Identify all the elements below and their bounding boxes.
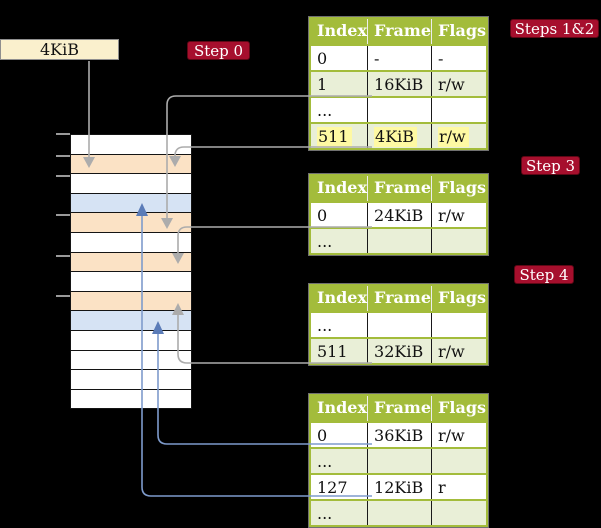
col-header-frame: Frame: [367, 18, 432, 45]
physical-memory-column: [70, 134, 192, 410]
cell-flags: [431, 227, 488, 254]
memory-frame-row: [71, 350, 191, 371]
col-header-flags: Flags: [431, 395, 488, 422]
table-row-highlighted: 511 4KiB r/w: [310, 122, 488, 149]
cell-frame: -: [367, 44, 432, 71]
col-header-index: Index: [310, 395, 368, 422]
memory-tick: [56, 133, 70, 135]
cell-frame: [367, 447, 432, 474]
memory-frame-row: [71, 272, 191, 292]
highlight: r/w: [438, 126, 469, 147]
memory-tick: [56, 255, 70, 257]
cell-frame: 24KiB: [367, 201, 432, 228]
step4-badge: Step 4: [514, 265, 574, 284]
cell-frame: [367, 96, 432, 123]
cell-index: ...: [310, 447, 368, 474]
table-row: 1 16KiB r/w: [310, 70, 488, 97]
step0-badge: Step 0: [187, 41, 250, 60]
memory-tick: [56, 175, 70, 177]
memory-frame-row: [71, 213, 191, 233]
cell-frame: 32KiB: [367, 337, 432, 364]
memory-tick: [56, 155, 70, 157]
memory-frame-row: [71, 370, 191, 390]
table-header-row: Index Frame Flags: [310, 18, 488, 45]
col-header-frame: Frame: [367, 285, 432, 312]
table-row: ...: [310, 96, 488, 123]
table-header-row: Index Frame Flags: [310, 285, 488, 312]
page-table-step-3: Index Frame Flags 0 24KiB r/w ...: [309, 174, 489, 255]
cell-index: ...: [310, 311, 368, 338]
cell-frame: 12KiB: [367, 473, 432, 500]
cell-index: 511: [310, 337, 368, 364]
cell-index: 127: [310, 473, 368, 500]
page-table-steps-1-2: Index Frame Flags 0 - - 1 16KiB r/w ... …: [309, 17, 489, 150]
cell-index: ...: [310, 227, 368, 254]
memory-frame-row: [71, 311, 191, 331]
root-frame-box: 4KiB: [0, 39, 119, 60]
cell-flags: r/w: [431, 70, 488, 97]
memory-frame-row: [71, 154, 191, 175]
cell-index: 511: [310, 122, 368, 149]
cell-flags: r/w: [431, 421, 488, 448]
col-header-flags: Flags: [431, 18, 488, 45]
memory-frame-row: [71, 193, 191, 214]
page-table-step-4: Index Frame Flags ... 511 32KiB r/w: [309, 284, 489, 365]
root-frame-label: 4KiB: [39, 40, 79, 59]
page-table-final: Index Frame Flags 0 36KiB r/w ... 127 12…: [309, 394, 489, 527]
table-row: ...: [310, 447, 488, 474]
cell-frame: 4KiB: [367, 122, 432, 149]
cell-flags: [431, 96, 488, 123]
col-header-index: Index: [310, 18, 368, 45]
table-row: 0 - -: [310, 44, 488, 71]
table-row: 511 32KiB r/w: [310, 337, 488, 364]
memory-frame-row: [71, 174, 191, 194]
cell-flags: r: [431, 473, 488, 500]
cell-index: 1: [310, 70, 368, 97]
cell-index: ...: [310, 96, 368, 123]
table-row: ...: [310, 499, 488, 526]
col-header-flags: Flags: [431, 175, 488, 202]
cell-frame: 36KiB: [367, 421, 432, 448]
cell-frame: [367, 311, 432, 338]
cell-flags: -: [431, 44, 488, 71]
table-header-row: Index Frame Flags: [310, 395, 488, 422]
memory-frame-row: [71, 252, 191, 273]
cell-index: 0: [310, 421, 368, 448]
memory-tick: [56, 214, 70, 216]
table-row: 0 36KiB r/w: [310, 421, 488, 448]
cell-frame: 16KiB: [367, 70, 432, 97]
table-header-row: Index Frame Flags: [310, 175, 488, 202]
cell-frame: [367, 227, 432, 254]
steps12-badge: Steps 1&2: [510, 19, 599, 38]
cell-index: ...: [310, 499, 368, 526]
cell-flags: [431, 447, 488, 474]
table-row: 0 24KiB r/w: [310, 201, 488, 228]
memory-frame-row: [71, 330, 191, 351]
memory-tick: [56, 295, 70, 297]
cell-index: 0: [310, 44, 368, 71]
table-row: ...: [310, 227, 488, 254]
col-header-frame: Frame: [367, 175, 432, 202]
cell-flags: [431, 311, 488, 338]
cell-frame: [367, 499, 432, 526]
cell-flags: r/w: [431, 201, 488, 228]
col-header-flags: Flags: [431, 285, 488, 312]
arrow-t1-entry511-to-frame4kib: [169, 146, 372, 167]
memory-frame-row: [71, 389, 191, 409]
memory-frame-row: [71, 232, 191, 253]
step3-badge: Step 3: [521, 156, 580, 175]
table-row: ...: [310, 311, 488, 338]
memory-frame-row: [71, 291, 191, 312]
memory-frame-row: [71, 135, 191, 155]
highlight: 511: [317, 126, 352, 147]
col-header-frame: Frame: [367, 395, 432, 422]
cell-flags: r/w: [431, 122, 488, 149]
highlight: 4KiB: [374, 126, 418, 147]
cell-flags: r/w: [431, 337, 488, 364]
cell-index: 0: [310, 201, 368, 228]
cell-flags: [431, 499, 488, 526]
col-header-index: Index: [310, 175, 368, 202]
table-row: 127 12KiB r: [310, 473, 488, 500]
col-header-index: Index: [310, 285, 368, 312]
